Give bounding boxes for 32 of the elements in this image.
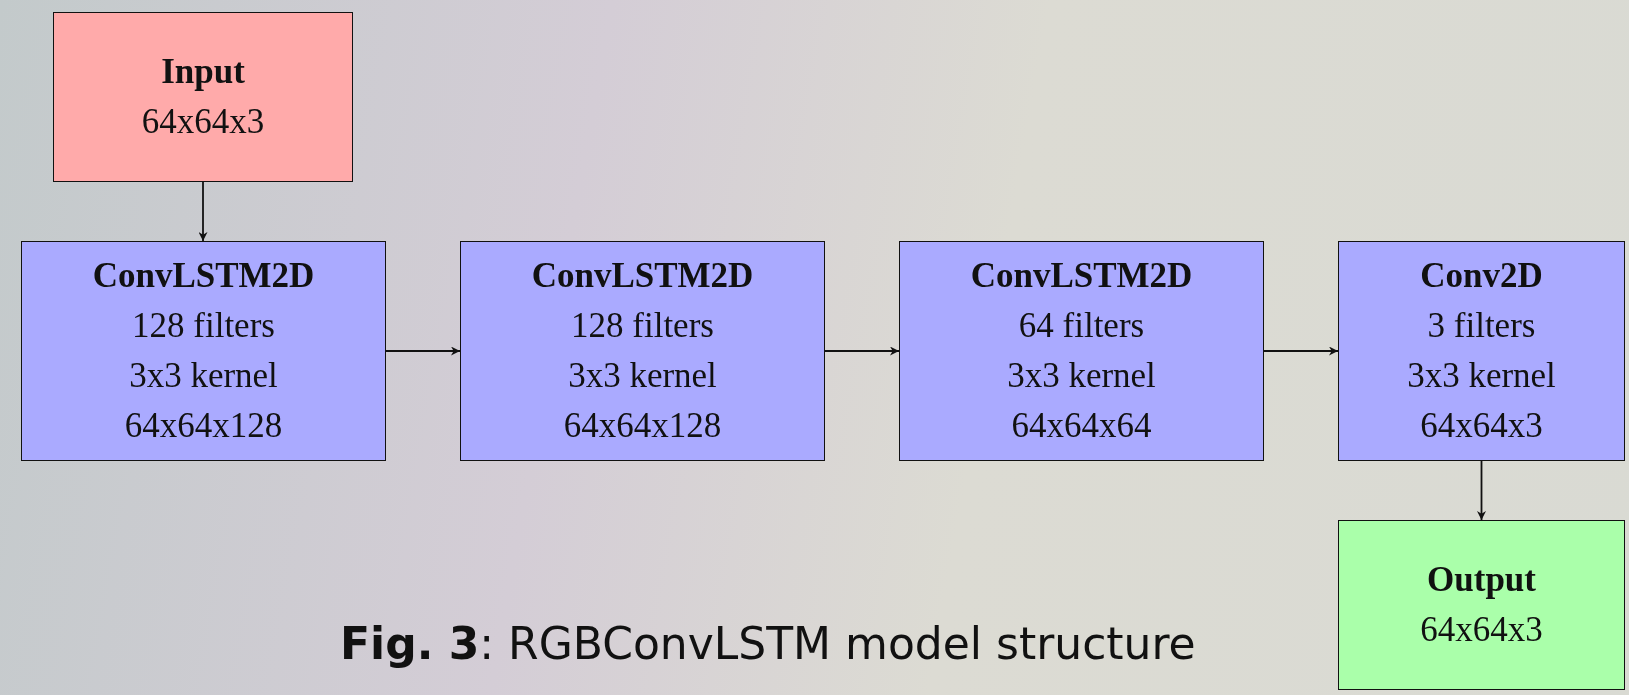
layer-detail: 64x64x3 [141,101,265,143]
layer-box [460,241,825,461]
arrow [1477,460,1486,521]
layer-detail: 64x64x128 [124,405,283,447]
layer-detail: 64x64x128 [563,405,722,447]
output-box [1338,520,1625,690]
layer-detail: 3x3 kernel [568,355,717,397]
layer-title: Conv2D [1420,255,1543,297]
arrow [198,181,208,242]
layer-detail: 3x3 kernel [129,355,278,397]
layer-title: Input [161,51,245,93]
layer-box [1338,241,1625,461]
arrow [385,346,461,356]
layer-box [899,241,1264,461]
layer-title: ConvLSTM2D [92,255,315,297]
figure-caption: Fig. 3: RGBConvLSTM model structure [340,618,1196,669]
arrow [824,346,900,356]
layer-title: ConvLSTM2D [970,255,1193,297]
layer-detail: 64x64x64 [1011,405,1152,447]
layer-detail: 128 filters [571,305,714,347]
layer-title: Output [1427,559,1536,601]
layer-detail: 3x3 kernel [1407,355,1556,397]
layer-detail: 3x3 kernel [1007,355,1156,397]
layer-title: ConvLSTM2D [531,255,754,297]
layer-box [21,241,386,461]
layer-detail: 64 filters [1018,305,1145,347]
layer-detail: 64x64x3 [1420,405,1543,447]
layer-detail: 128 filters [132,305,275,347]
layer-detail: 64x64x3 [1420,609,1543,651]
layer-detail: 3 filters [1427,305,1536,347]
arrow [1263,346,1339,356]
input-box [53,12,353,182]
